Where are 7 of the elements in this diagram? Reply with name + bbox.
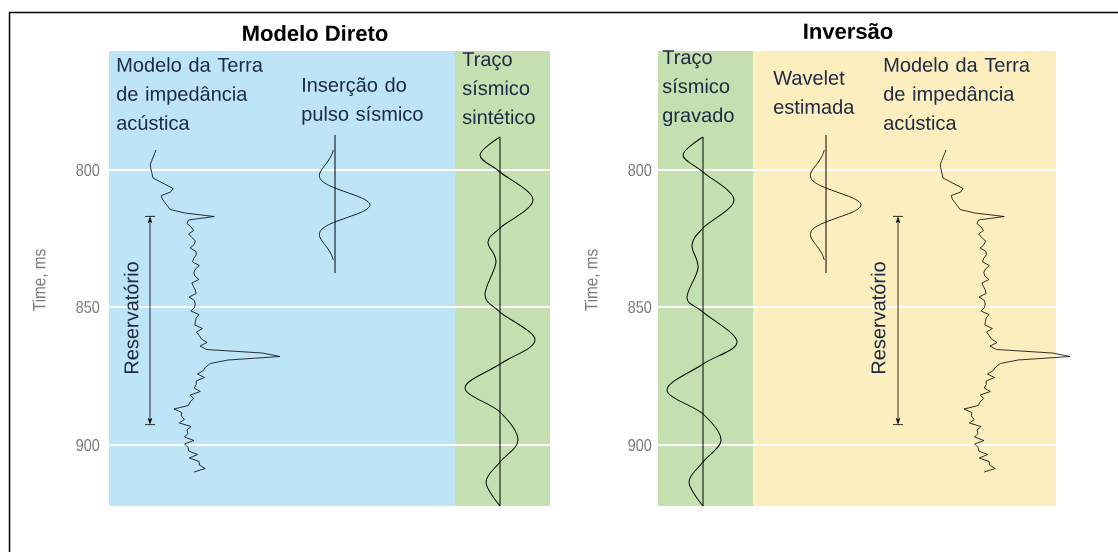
reservoir-label: Reservatório xyxy=(870,262,886,374)
axis-label: Time, ms xyxy=(32,249,48,311)
panel-title: Inversão xyxy=(804,22,893,40)
column-band: Traço sísmico sintético xyxy=(455,51,550,506)
axis-label: Time, ms xyxy=(584,249,600,311)
column-band: Traço sísmico gravado xyxy=(658,50,753,506)
reservoir-label: Reservatório xyxy=(123,262,139,374)
